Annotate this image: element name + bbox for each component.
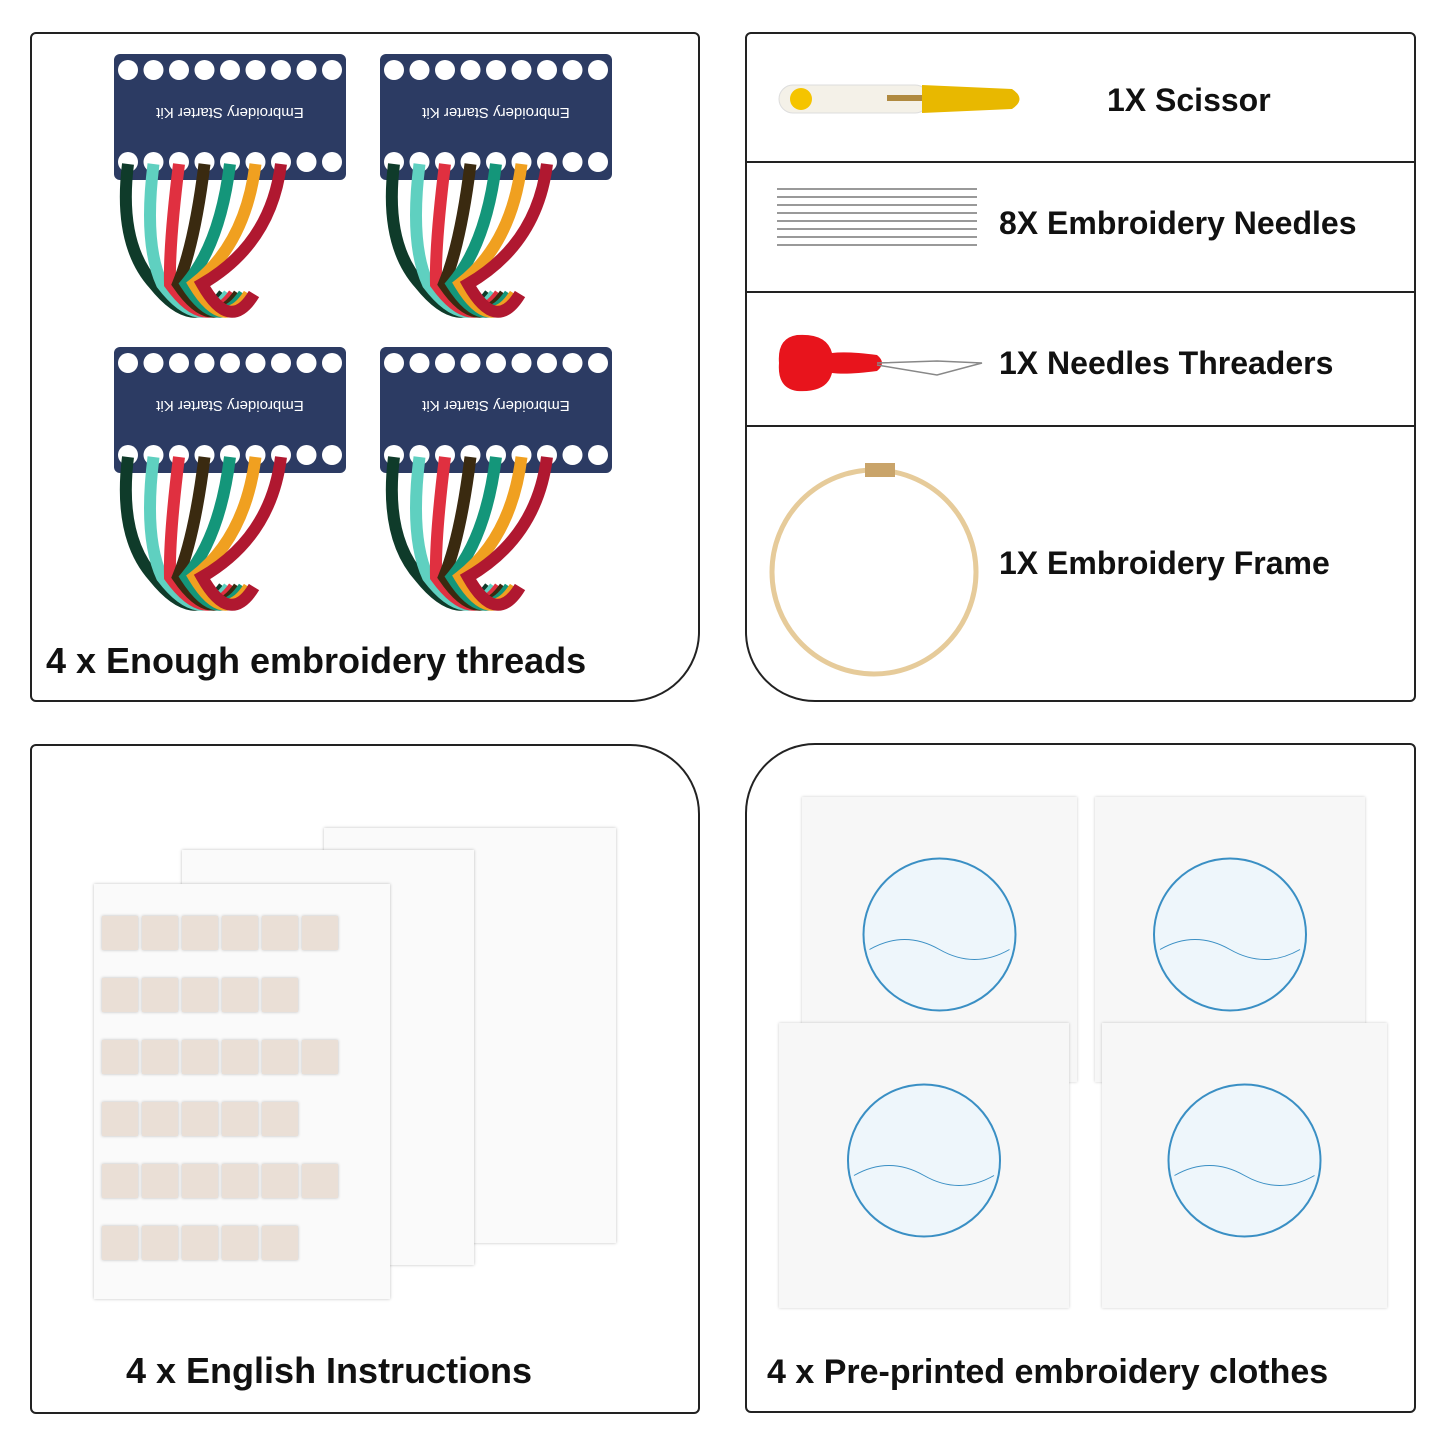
tool-row-scissor: 1X Scissor — [747, 34, 1414, 163]
step-thumbnail — [142, 1102, 178, 1136]
tools-panel: 1X Scissor 8X Embroidery Needles 1X Need… — [745, 32, 1416, 702]
scissor-icon — [778, 84, 1020, 114]
step-thumbnail — [222, 1226, 258, 1260]
step-thumbnail — [302, 916, 338, 950]
tool-row-threader: 1X Needles Threaders — [747, 293, 1414, 427]
fabrics-panel: 4 x Pre-printed embroidery clothes — [745, 743, 1416, 1413]
instructions-panel: 4 x English Instructions — [30, 744, 700, 1414]
step-thumbnail — [262, 1102, 298, 1136]
thread-card: Embroidery Starter Kit — [114, 54, 346, 344]
step-thumbnail — [302, 1164, 338, 1198]
step-thumbnail — [262, 1040, 298, 1074]
step-thumbnail — [142, 1040, 178, 1074]
card-title: Embroidery Starter Kit — [422, 104, 570, 121]
step-thumbnail — [102, 1164, 138, 1198]
step-thumbnail — [262, 916, 298, 950]
tool-label: 1X Scissor — [1107, 82, 1271, 118]
step-thumbnail — [102, 1226, 138, 1260]
tool-row-frame: 1X Embroidery Frame — [747, 427, 1414, 700]
step-thumbnail — [262, 1226, 298, 1260]
step-thumbnail — [302, 1040, 338, 1074]
step-thumbnail — [182, 1102, 218, 1136]
step-thumbnail — [222, 978, 258, 1012]
step-thumbnail — [222, 1164, 258, 1198]
step-thumbnail — [262, 978, 298, 1012]
thread-card: Embroidery Starter Kit — [114, 347, 346, 637]
card-title: Embroidery Starter Kit — [156, 397, 304, 414]
tool-label: 1X Needles Threaders — [999, 345, 1334, 381]
tool-label: 8X Embroidery Needles — [999, 205, 1357, 241]
step-thumbnail — [222, 1040, 258, 1074]
needles-icon — [777, 188, 977, 246]
step-thumbnail — [222, 916, 258, 950]
step-thumbnail — [142, 1226, 178, 1260]
step-thumbnail — [102, 1102, 138, 1136]
thread-card: Embroidery Starter Kit — [380, 347, 612, 637]
step-thumbnail — [142, 916, 178, 950]
preprinted-fabric — [779, 1023, 1069, 1308]
tool-label: 1X Embroidery Frame — [999, 545, 1330, 581]
step-thumbnail — [222, 1102, 258, 1136]
step-thumbnail — [182, 916, 218, 950]
step-thumbnail — [102, 1040, 138, 1074]
preprinted-fabric — [1102, 1023, 1387, 1308]
step-thumbnail — [182, 1040, 218, 1074]
step-thumbnail — [182, 978, 218, 1012]
fabrics-caption: 4 x Pre-printed embroidery clothes — [767, 1353, 1329, 1391]
card-title: Embroidery Starter Kit — [156, 104, 304, 121]
step-thumbnail — [142, 978, 178, 1012]
thread-card: Embroidery Starter Kit — [380, 54, 612, 344]
step-thumbnail — [102, 978, 138, 1012]
threads-caption: 4 x Enough embroidery threads — [46, 640, 587, 681]
tool-row-needles: 8X Embroidery Needles — [747, 163, 1414, 293]
step-thumbnail — [142, 1164, 178, 1198]
step-thumbnail — [102, 916, 138, 950]
threader-icon — [778, 334, 983, 392]
step-thumbnail — [182, 1164, 218, 1198]
step-thumbnail — [262, 1164, 298, 1198]
hoop-icon — [769, 463, 979, 677]
instructions-caption: 4 x English Instructions — [126, 1350, 533, 1391]
step-thumbnail — [182, 1226, 218, 1260]
card-title: Embroidery Starter Kit — [422, 397, 570, 414]
